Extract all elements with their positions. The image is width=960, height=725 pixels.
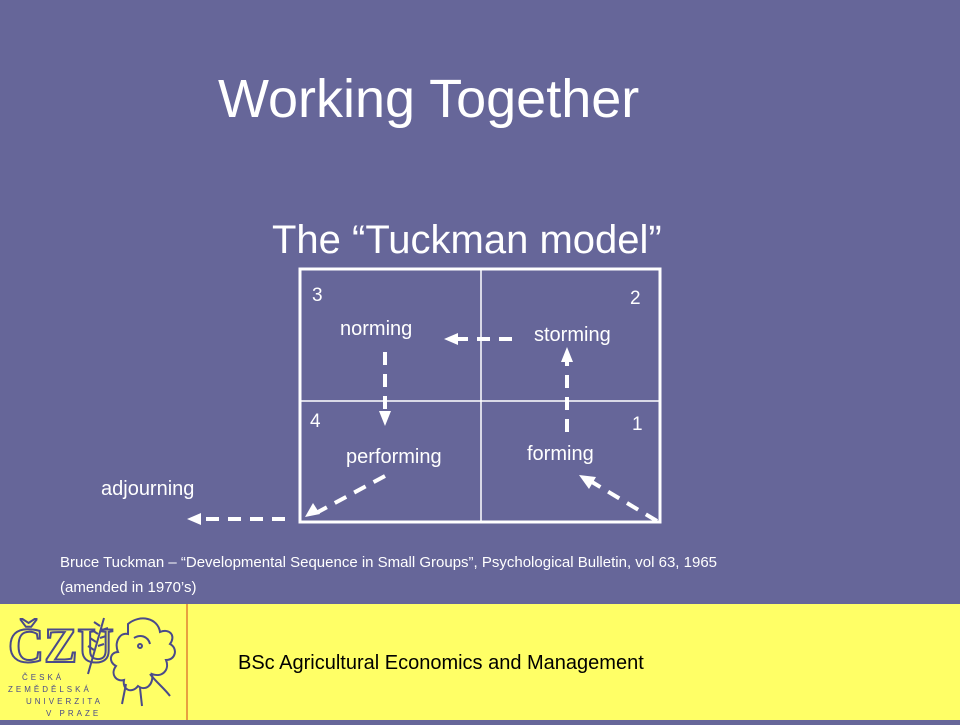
logo-line-2: ZEMĚDĚLSKÁ	[8, 685, 92, 694]
footer-bar: ČZU ČESKÁ ZEMĚDĚLSKÁ UNIVERZITA V PRAZE …	[0, 604, 960, 720]
arrowhead-norming	[444, 333, 458, 345]
arrow-performing-to-end-line	[317, 474, 386, 514]
stage-number-2: 2	[630, 288, 641, 309]
logo-line-1: ČESKÁ	[22, 673, 64, 682]
stage-number-3: 3	[312, 285, 323, 306]
wheat-icon	[87, 617, 109, 675]
diagram-subtitle: The “Tuckman model”	[272, 218, 662, 262]
stage-label-storming: storming	[534, 324, 611, 346]
lion-icon	[110, 617, 176, 707]
logo-emblem: ČZU ČESKÁ ZEMĚDĚLSKÁ UNIVERZITA V PRAZE	[7, 616, 176, 718]
tuckman-diagram: 3 2 4 1 norming storming performing form…	[101, 267, 662, 525]
arrowhead-storming	[561, 347, 573, 362]
logo-line-4: V PRAZE	[46, 709, 101, 718]
stage-label-performing: performing	[346, 446, 442, 468]
citation-line-1: Bruce Tuckman – “Developmental Sequence …	[60, 554, 718, 571]
stage-label-forming: forming	[527, 443, 594, 465]
stage-number-1: 1	[632, 414, 643, 435]
exit-label-adjourning: adjourning	[101, 478, 194, 500]
stage-number-4: 4	[310, 411, 321, 432]
quadrant-frame	[298, 267, 662, 524]
arrowhead-end	[305, 503, 320, 517]
arrow-start-to-forming-line	[590, 480, 659, 523]
stage-label-norming: norming	[340, 318, 412, 340]
arrowhead-forming	[579, 475, 596, 489]
logo-line-3: UNIVERZITA	[26, 697, 103, 706]
university-logo: ČZU ČESKÁ ZEMĚDĚLSKÁ UNIVERZITA V PRAZE	[0, 604, 188, 720]
arrowhead-adjourning	[187, 513, 201, 525]
citation-line-2: (amended in 1970’s)	[60, 579, 197, 596]
program-name: BSc Agricultural Economics and Managemen…	[238, 652, 644, 674]
citation: Bruce Tuckman – “Developmental Sequence …	[60, 550, 717, 600]
arrowhead-performing	[379, 411, 391, 426]
page-title: Working Together	[218, 69, 640, 129]
